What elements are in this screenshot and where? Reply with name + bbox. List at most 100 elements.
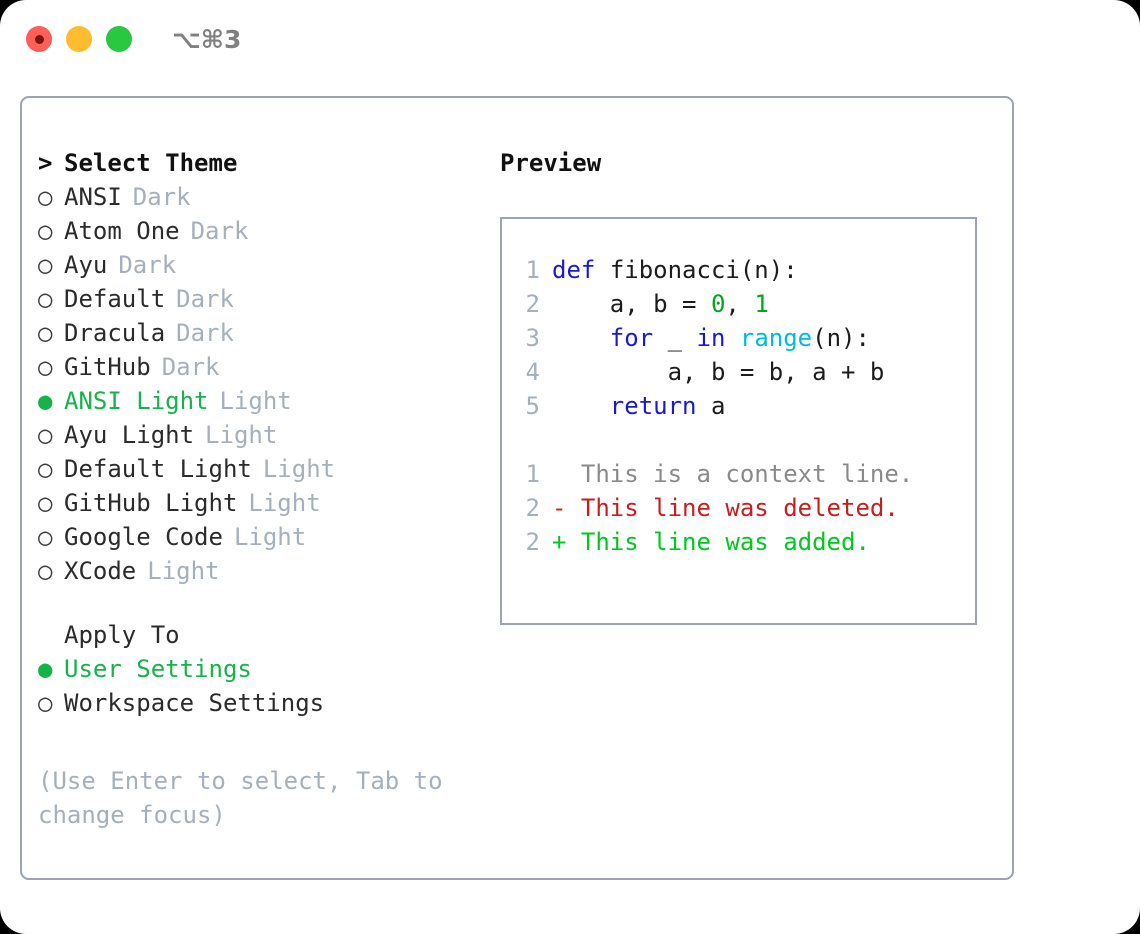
theme-name: GitHub — [64, 353, 151, 381]
theme-kind-badge: Dark — [118, 251, 177, 279]
diff-line-context: 1 This is a context line. — [520, 457, 975, 491]
radio-unselected-icon[interactable]: ○ — [38, 489, 53, 517]
code-token: in — [696, 324, 726, 352]
spacer-marker: ○ — [38, 618, 64, 652]
window-controls — [26, 26, 132, 52]
theme-name: Default Light — [64, 455, 252, 483]
close-dot-icon — [34, 34, 44, 44]
theme-name: ANSI Light — [64, 387, 209, 415]
theme-kind-badge: Light — [233, 523, 307, 551]
code-token: def — [552, 256, 596, 284]
line-number: 4 — [525, 358, 540, 386]
code-token: return — [609, 392, 697, 420]
diff-sign: + — [552, 528, 567, 556]
theme-kind-badge: Light — [248, 489, 321, 517]
theme-list-item[interactable]: ○ Default Light Light — [38, 452, 488, 486]
radio-selected-icon[interactable]: ● — [38, 387, 53, 415]
theme-kind-badge: Light — [205, 421, 278, 449]
diff-text — [566, 491, 580, 525]
preview-divider-space — [520, 423, 975, 457]
theme-list-item[interactable]: ○ ANSI Dark — [38, 180, 488, 214]
keyboard-hint-text: (Use Enter to select, Tab to change focu… — [38, 767, 458, 829]
diff-sign: - — [552, 494, 567, 522]
apply-to-option-label: User Settings — [64, 655, 252, 683]
code-line: 2 a, b = 0, 1 — [520, 287, 975, 321]
theme-name: Dracula — [64, 319, 166, 347]
radio-unselected-icon[interactable]: ○ — [38, 353, 53, 381]
radio-unselected-icon[interactable]: ○ — [38, 421, 53, 449]
diff-text — [566, 457, 580, 491]
code-token: (n): — [812, 324, 870, 352]
theme-list-item[interactable]: ○ Default Dark — [38, 282, 488, 316]
code-token: a, b = — [552, 290, 711, 318]
apply-to-option-selected[interactable]: ● User Settings — [38, 652, 488, 686]
minimize-button-icon[interactable] — [66, 26, 92, 52]
apply-to-label-row: ○ Apply To — [38, 618, 488, 652]
theme-kind-badge: Dark — [176, 319, 234, 347]
radio-unselected-icon[interactable]: ○ — [38, 455, 53, 483]
close-button-icon[interactable] — [26, 26, 52, 52]
line-number: 2 — [525, 494, 540, 522]
theme-name: Default — [64, 285, 166, 313]
theme-name: Ayu — [64, 251, 108, 279]
theme-list-item[interactable]: ○ Google Code Light — [38, 520, 488, 554]
theme-list-item[interactable]: ○ Ayu Light Light — [38, 418, 488, 452]
theme-list-item[interactable]: ○ GitHub Light Light — [38, 486, 488, 520]
theme-list-item-selected[interactable]: ● ANSI Light Light — [38, 384, 488, 418]
theme-picker-column: > Select Theme ○ ANSI Dark ○ Atom One Dar… — [38, 146, 488, 720]
code-line: 3 for _ in range(n): — [520, 321, 975, 355]
theme-picker-header: > Select Theme — [38, 146, 488, 180]
theme-list-item[interactable]: ○ XCode Light — [38, 554, 488, 588]
code-line: 5 return a — [520, 389, 975, 423]
line-number: 5 — [525, 392, 540, 420]
diff-line-added: 2+ This line was added. — [520, 525, 975, 559]
title-bar: ⌥⌘3 — [0, 0, 1140, 78]
radio-unselected-icon[interactable]: ○ — [38, 689, 53, 717]
theme-kind-badge: Light — [262, 455, 336, 483]
code-token: 1 — [754, 290, 769, 318]
theme-list-item[interactable]: ○ Atom One Dark — [38, 214, 488, 248]
theme-name: XCode — [64, 557, 137, 585]
theme-list-item[interactable]: ○ GitHub Dark — [38, 350, 488, 384]
radio-unselected-icon[interactable]: ○ — [38, 319, 53, 347]
code-token: for — [609, 324, 654, 352]
theme-kind-badge: Light — [147, 557, 220, 585]
selection-caret-icon: > — [38, 149, 53, 177]
code-line: 4 a, b = b, a + b — [520, 355, 975, 389]
theme-kind-badge: Dark — [176, 285, 234, 313]
diff-text: This line was added. — [580, 528, 870, 556]
apply-to-option-label: Workspace Settings — [64, 689, 325, 717]
code-token: range — [739, 324, 813, 352]
section-spacer — [38, 588, 488, 618]
theme-list-item[interactable]: ○ Ayu Dark — [38, 248, 488, 282]
diff-text: This line was deleted. — [580, 494, 899, 522]
radio-selected-icon[interactable]: ● — [38, 655, 53, 683]
diff-text — [566, 525, 580, 559]
theme-list-item[interactable]: ○ Dracula Dark — [38, 316, 488, 350]
radio-unselected-icon[interactable]: ○ — [38, 523, 53, 551]
code-token: , — [725, 290, 755, 318]
radio-unselected-icon[interactable]: ○ — [38, 285, 53, 313]
radio-unselected-icon[interactable]: ○ — [38, 251, 53, 279]
theme-kind-badge: Dark — [132, 183, 191, 211]
theme-kind-badge: Dark — [190, 217, 249, 245]
maximize-button-icon[interactable] — [106, 26, 132, 52]
theme-name: GitHub Light — [64, 489, 238, 517]
radio-unselected-icon[interactable]: ○ — [38, 183, 53, 211]
page-title: Select Theme — [64, 149, 238, 177]
line-number: 2 — [525, 290, 540, 318]
apply-to-option[interactable]: ○ Workspace Settings — [38, 686, 488, 720]
theme-kind-badge: Light — [219, 387, 292, 415]
diff-text: This is a context line. — [580, 460, 914, 488]
keyboard-shortcut-label: ⌥⌘3 — [172, 24, 242, 54]
theme-name: Google Code — [64, 523, 223, 551]
preview-title: Preview — [500, 149, 602, 177]
main-panel: > Select Theme ○ ANSI Dark ○ Atom One Dar… — [20, 96, 1014, 880]
radio-unselected-icon[interactable]: ○ — [38, 557, 53, 585]
radio-unselected-icon[interactable]: ○ — [38, 217, 53, 245]
diff-line-deleted: 2- This line was deleted. — [520, 491, 975, 525]
code-token — [552, 321, 610, 355]
code-token — [552, 389, 610, 423]
line-number: 1 — [525, 256, 540, 284]
